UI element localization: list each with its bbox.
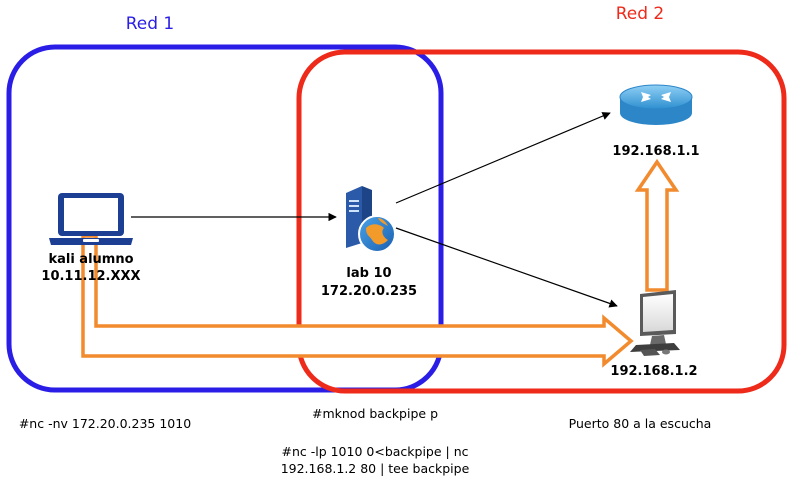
lab-mknod-command-text: #mknod backpipe p xyxy=(312,406,438,421)
network-label-red-1: Red 1 xyxy=(126,14,175,34)
router-ip-label: 192.168.1.1 xyxy=(612,144,699,159)
network-boundary-red-1 xyxy=(6,44,444,393)
router-icon xyxy=(619,84,693,125)
network-label-red-2: Red 2 xyxy=(616,4,665,24)
kali-name-label: kali alumno xyxy=(48,252,133,267)
connection-lab-to-workstation xyxy=(395,227,618,308)
workstation-ip-label: 192.168.1.2 xyxy=(610,364,697,379)
laptop-icon xyxy=(49,193,133,245)
connection-lab-to-router xyxy=(395,112,611,204)
web-server-icon xyxy=(346,186,396,253)
lab-ip-label: 172.20.0.235 xyxy=(321,284,417,299)
kali-ip-label: 10.11.12.XXX xyxy=(41,269,140,284)
kali-command-text: #nc -nv 172.20.0.235 1010 xyxy=(19,416,191,431)
workstation-listening-text: Puerto 80 a la escucha xyxy=(569,416,712,431)
flow-arrow-workstation-to-router xyxy=(634,158,680,292)
flow-arrow-kali-to-workstation xyxy=(81,234,634,368)
network-boundary-red-2 xyxy=(296,49,787,394)
desktop-computer-icon xyxy=(630,290,680,356)
lab-nc-command-line-2: 192.168.1.2 80 | tee backpipe xyxy=(281,461,470,476)
lab-name-label: lab 10 xyxy=(346,266,391,281)
lab-nc-command-line-1: #nc -lp 1010 0<backpipe | nc xyxy=(281,444,468,459)
